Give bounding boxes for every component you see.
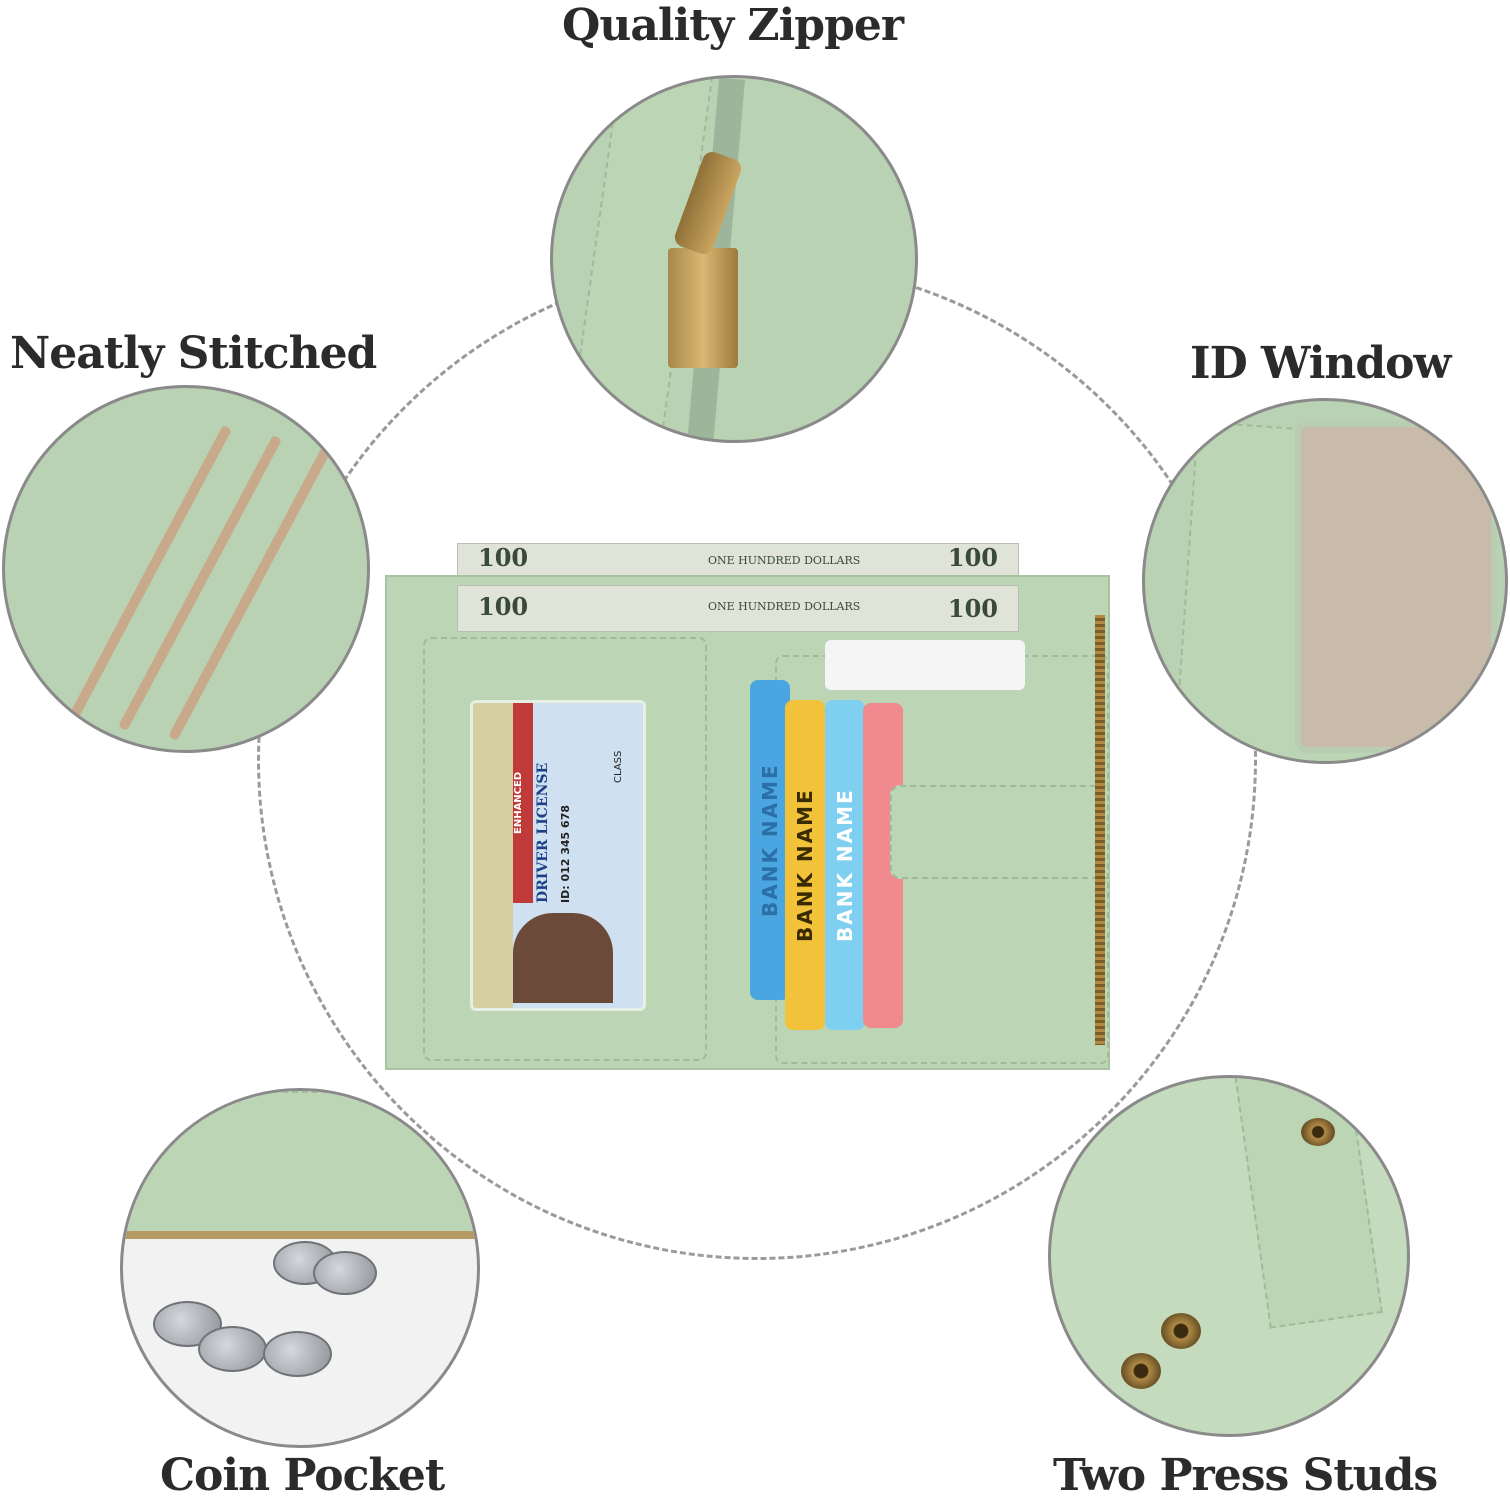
- label-quality-zipper: Quality Zipper: [562, 0, 904, 51]
- light-blue-card: BANK NAME: [825, 700, 865, 1030]
- license-class: CLASS: [613, 750, 624, 783]
- press-studs-detail-image: [1048, 1075, 1410, 1437]
- bill-text: ONE HUNDRED DOLLARS: [708, 554, 861, 567]
- banknote: 100 ONE HUNDRED DOLLARS 100: [457, 585, 1019, 632]
- snap-strap: [890, 785, 1109, 879]
- card-text: BANK NAME: [793, 788, 817, 942]
- coin-pocket-detail-image: [120, 1088, 480, 1448]
- yellow-credit-card: BANK NAME: [785, 700, 825, 1030]
- press-stud-icon: [1121, 1353, 1161, 1389]
- card-text: CREDIT CARD: [878, 820, 888, 911]
- card-text: BANK NAME: [758, 763, 782, 917]
- card-text: BANK NAME: [833, 788, 857, 942]
- coin-icon: [263, 1331, 332, 1377]
- license-title: DRIVER LICENSE: [535, 762, 551, 903]
- wallet-main-image: 100 ONE HUNDRED DOLLARS 100 100 ONE HUND…: [385, 543, 1110, 1070]
- zipper: [1095, 615, 1105, 1045]
- license-id: ID: 012 345 678: [559, 805, 572, 903]
- label-coin-pocket: Coin Pocket: [160, 1450, 445, 1501]
- id-window-detail-image: [1142, 398, 1508, 764]
- leather-flap: [123, 1091, 477, 1235]
- zipper-pull-icon: [668, 248, 738, 368]
- bill-value: 100: [478, 592, 529, 621]
- bill-value: 100: [947, 594, 998, 623]
- bill-value: 100: [478, 543, 529, 572]
- bill-value: 100: [947, 543, 998, 572]
- zipper-track: [123, 1231, 477, 1239]
- zipper-detail-image: [550, 75, 918, 443]
- label-id-window: ID Window: [1190, 338, 1451, 389]
- id-card-window: ENHANCED DRIVER LICENSE ID: 012 345 678 …: [470, 700, 646, 1011]
- license-tag: ENHANCED: [513, 703, 533, 903]
- license-photo: [513, 913, 613, 1003]
- label-two-press-studs: Two Press Studs: [1053, 1450, 1438, 1501]
- coin-icon: [198, 1326, 267, 1372]
- bill-text: ONE HUNDRED DOLLARS: [708, 600, 861, 613]
- white-card: [825, 640, 1025, 690]
- press-stud-icon: [1301, 1118, 1335, 1146]
- blue-card: BANK NAME: [750, 680, 790, 1000]
- strap: [1233, 1078, 1383, 1329]
- id-window: [1295, 421, 1497, 753]
- coin-icon: [313, 1251, 377, 1295]
- label-neatly-stitched: Neatly Stitched: [10, 328, 377, 379]
- stitching-detail-image: [2, 385, 370, 753]
- press-stud-icon: [1161, 1313, 1201, 1349]
